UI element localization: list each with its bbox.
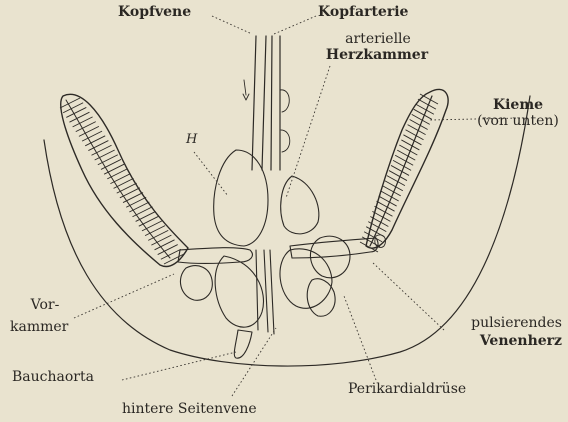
heart-gland-mass <box>178 150 386 358</box>
label-h: H <box>186 132 197 147</box>
label-perikardialdruese: Perikardialdrüse <box>348 382 466 397</box>
label-arterielle: arterielle <box>330 32 426 47</box>
label-kieme: Kieme <box>470 98 566 113</box>
label-pulsierendes: pulsierendes <box>444 316 562 331</box>
label-herzkammer: Herzkammer <box>318 48 436 63</box>
label-kopfvene: Kopfvene <box>118 5 191 20</box>
label-kammer: kammer <box>10 320 68 335</box>
label-vor: Vor- <box>10 298 80 313</box>
label-bauchaorta: Bauchaorta <box>12 370 94 385</box>
left-gill <box>60 94 188 266</box>
label-kopfarterie: Kopfarterie <box>318 5 408 20</box>
right-gill <box>360 89 448 252</box>
label-venenherz: Venenherz <box>444 334 562 349</box>
label-hintere-seitenvene: hintere Seitenvene <box>122 402 257 417</box>
central-vessels <box>243 36 290 170</box>
label-von-unten: (von unten) <box>470 114 566 129</box>
